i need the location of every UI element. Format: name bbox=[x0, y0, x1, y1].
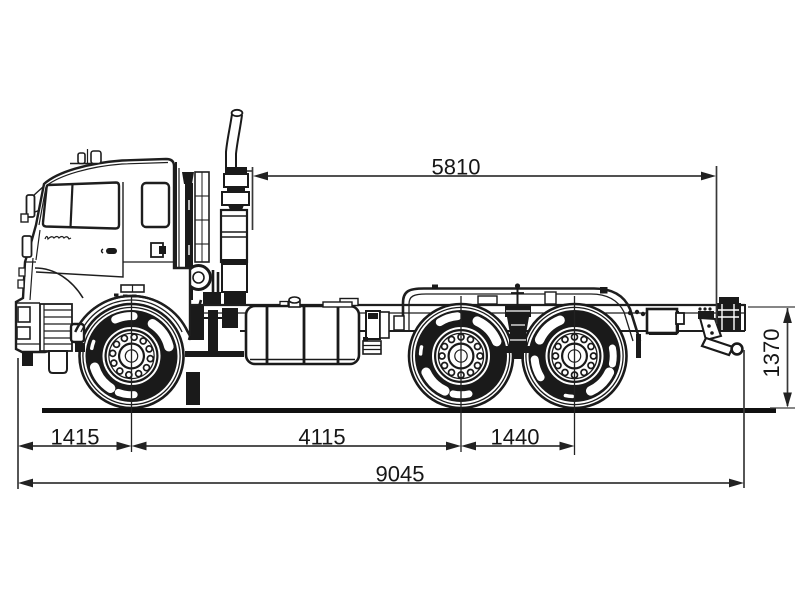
svg-text:1415: 1415 bbox=[51, 425, 100, 450]
svg-text:4115: 4115 bbox=[298, 425, 345, 450]
svg-text:1370: 1370 bbox=[759, 329, 784, 378]
svg-text:9045: 9045 bbox=[376, 462, 425, 487]
svg-text:5810: 5810 bbox=[432, 155, 481, 180]
svg-text:1440: 1440 bbox=[491, 425, 540, 450]
